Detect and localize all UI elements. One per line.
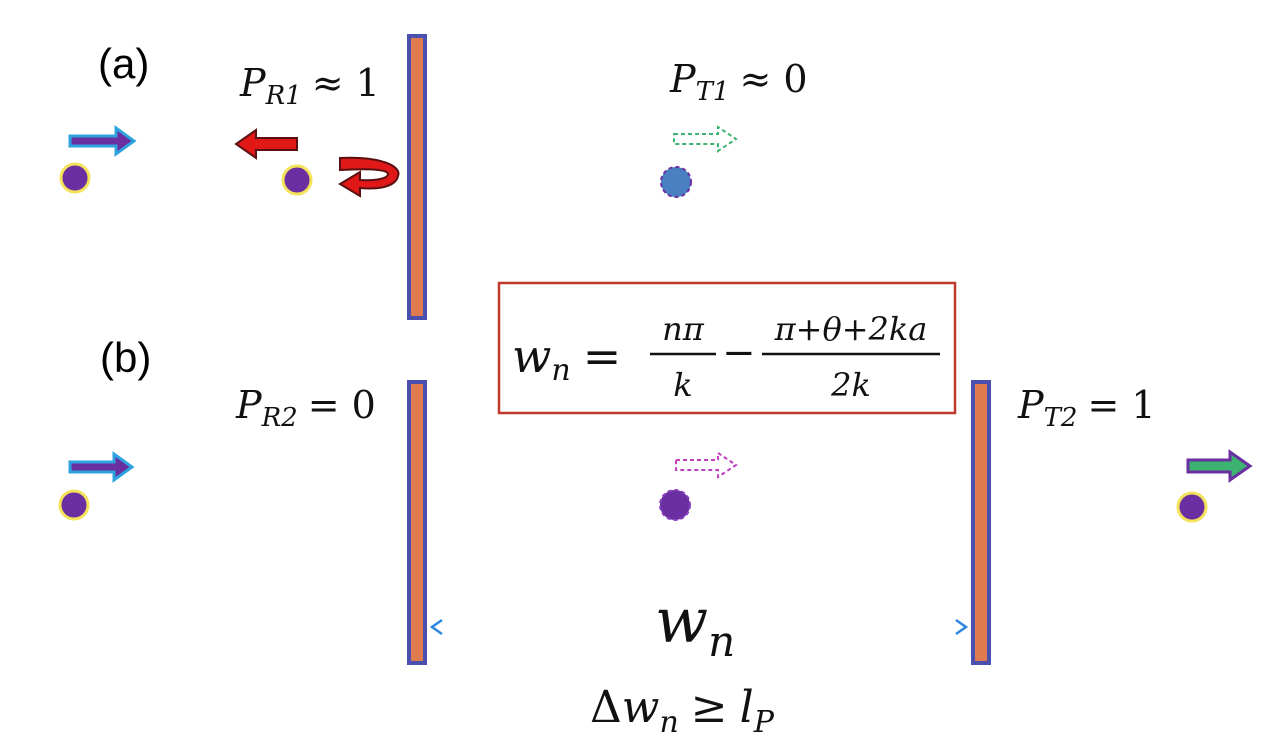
incident-arrow-icon	[68, 451, 135, 483]
width-label: wn	[655, 584, 735, 666]
svg-text:−: −	[722, 330, 756, 376]
svg-text:nπ: nπ	[662, 310, 705, 348]
reflected-arrow-icon	[234, 128, 298, 160]
particle-incident-b	[58, 489, 90, 521]
particle-tunneling-b	[659, 489, 691, 521]
particle-transmitted-faint-a	[660, 166, 692, 198]
u-turn-arrow-icon	[338, 156, 400, 198]
width-constraint: Δwn≥lP	[590, 682, 775, 740]
particle-reflected-a	[281, 164, 313, 196]
incident-arrow-icon	[68, 125, 137, 157]
svg-text:wn=: wn=	[512, 329, 621, 388]
svg-text:k: k	[673, 366, 692, 404]
barrier-wall-b-left	[407, 380, 427, 665]
panel-b-label: (b)	[100, 334, 151, 381]
formula-box	[497, 281, 957, 415]
width-formula: wn= nπ k − π+θ+2ka 2k	[512, 310, 940, 404]
particle-transmitted-b	[1176, 491, 1208, 523]
barrier-wall-a	[407, 34, 427, 320]
dashed-transmitted-arrow-icon	[673, 125, 738, 153]
panel-a-label: (a)	[98, 40, 149, 87]
transmission-probability-a: PT1≈ 0	[669, 57, 808, 107]
transmitted-arrow-icon	[1186, 449, 1253, 483]
width-dimension-arrow	[429, 618, 969, 636]
transmission-probability-b: PT2= 1	[1017, 383, 1156, 433]
dashed-tunneling-arrow-icon	[675, 451, 738, 479]
reflection-probability-b: PR2= 0	[235, 383, 376, 433]
svg-text:π+θ+2ka: π+θ+2ka	[774, 310, 928, 348]
particle-incident-a	[59, 162, 91, 194]
svg-text:2k: 2k	[830, 366, 871, 404]
barrier-wall-b-right	[971, 380, 991, 665]
reflection-probability-a: PR1≈ 1	[239, 61, 380, 111]
